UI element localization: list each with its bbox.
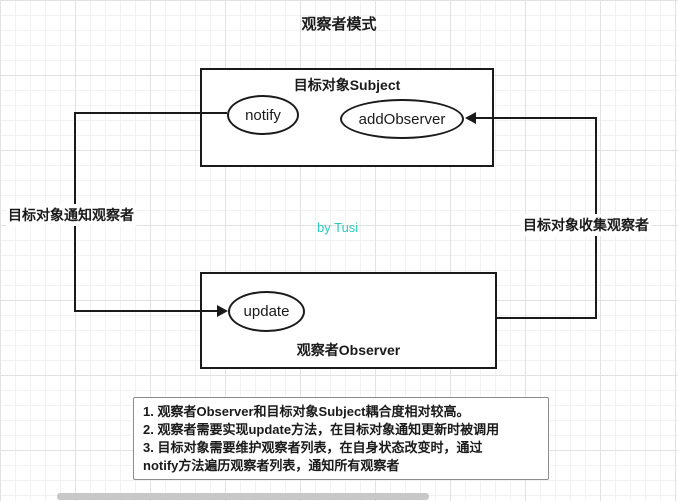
diagram-title: 观察者模式	[301, 16, 377, 33]
arrowhead-right-icon	[217, 305, 228, 317]
note-line: notify方法遍历观察者列表，通知所有观察者	[143, 458, 400, 473]
edge-notify-update-segment	[75, 310, 218, 312]
add-observer-label: addObserver	[358, 110, 446, 128]
watermark-text: by Tusi	[317, 220, 359, 235]
notify-ellipse[interactable]: notify	[227, 95, 299, 135]
note-line: 3. 目标对象需要维护观察者列表，在自身状态改变时，通过	[143, 440, 483, 455]
notify-label: notify	[245, 106, 281, 124]
note-line: 2. 观察者需要实现update方法，在目标对象通知更新时被调用	[143, 422, 500, 437]
edge-label-notify: 目标对象通知观察者	[6, 204, 136, 226]
update-label: update	[243, 303, 290, 320]
observer-node[interactable]: 观察者Observer	[200, 272, 497, 369]
add-observer-ellipse[interactable]: addObserver	[340, 99, 464, 139]
update-ellipse[interactable]: update	[228, 291, 305, 332]
arrowhead-left-icon	[465, 112, 476, 124]
edge-collect-observer-segment	[497, 317, 597, 319]
note-box[interactable]: 1. 观察者Observer和目标对象Subject耦合度相对较高。 2. 观察…	[133, 397, 549, 480]
observer-label: 观察者Observer	[296, 342, 401, 358]
horizontal-scrollbar-thumb[interactable]	[57, 493, 429, 500]
edge-notify-update-segment	[75, 112, 227, 114]
edge-label-collect: 目标对象收集观察者	[521, 214, 651, 236]
subject-label: 目标对象Subject	[293, 77, 401, 93]
note-line: 1. 观察者Observer和目标对象Subject耦合度相对较高。	[143, 404, 470, 419]
edge-collect-observer-segment	[476, 117, 597, 119]
